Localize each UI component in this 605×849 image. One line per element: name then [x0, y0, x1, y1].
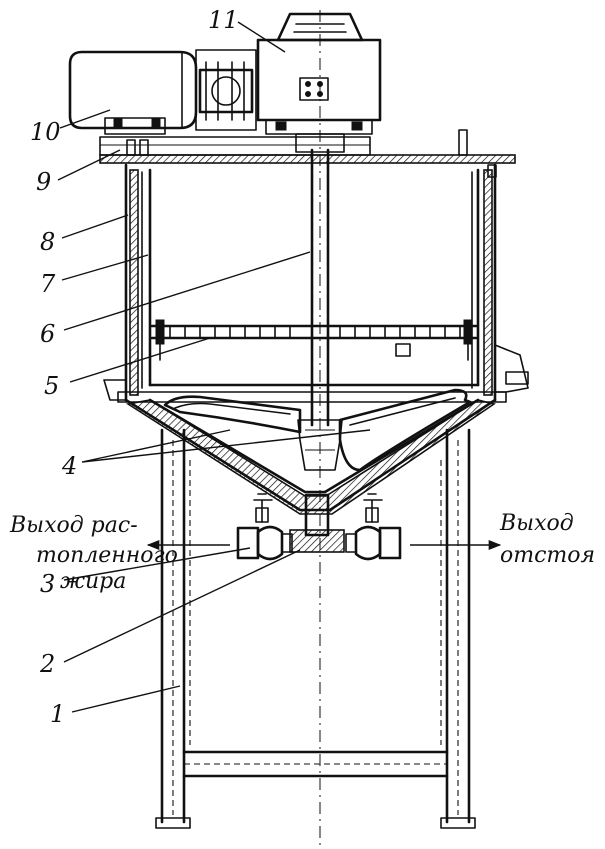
label-10: 10	[30, 118, 61, 146]
label-1: 1	[50, 700, 65, 728]
caption-sediment-line1: Выход	[499, 511, 574, 536]
support-frame	[155, 428, 476, 829]
label-8: 8	[40, 228, 55, 256]
vessel-body	[99, 10, 529, 848]
leader-lines	[57, 21, 371, 713]
label-2: 2	[39, 650, 55, 678]
label-6: 6	[40, 320, 55, 348]
caption-fat-outlet-line2: топленного	[36, 543, 178, 568]
drain-valves	[236, 493, 402, 561]
caption-sediment-line2: отстоя	[500, 543, 595, 568]
caption-fat-outlet-line3: жира	[60, 569, 126, 594]
label-7: 7	[40, 270, 56, 298]
label-9: 9	[36, 168, 51, 196]
drive-assembly	[68, 12, 382, 156]
label-4: 4	[61, 452, 77, 480]
label-5: 5	[44, 372, 59, 400]
label-11: 11	[208, 6, 239, 34]
caption-fat-outlet-line1: Выход рас-	[9, 513, 138, 538]
label-3: 3	[40, 570, 55, 598]
